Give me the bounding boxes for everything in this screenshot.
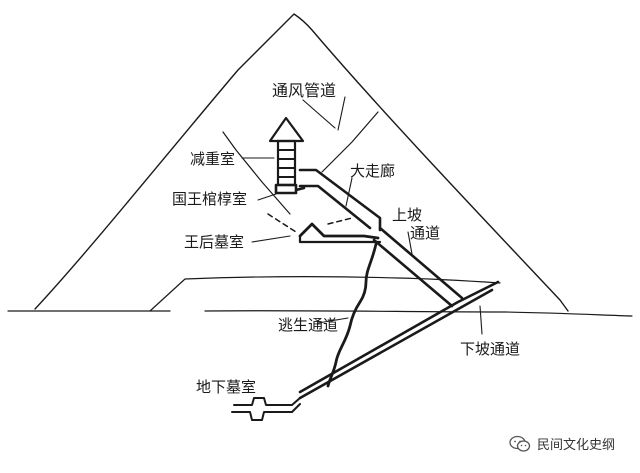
leader-ascending	[407, 231, 413, 255]
label-descending-passage: 下坡通道	[460, 340, 520, 358]
label-relieving-chambers: 减重室	[190, 150, 235, 168]
queens-chamber-shape	[267, 213, 382, 244]
bedrock-outline	[149, 276, 501, 312]
leader-queens-chamber	[251, 235, 291, 243]
descending-passage-shape	[298, 280, 500, 400]
escape-shaft-shape	[326, 242, 378, 388]
grand-gallery-shape	[298, 168, 382, 232]
watermark: 民间文化史纲	[509, 434, 615, 453]
relieving-chambers-shape	[268, 116, 305, 187]
leader-escape	[317, 317, 349, 324]
leader-air-shafts	[302, 99, 336, 129]
label-subterranean-chamber: 地下墓室	[196, 378, 256, 396]
leader-kings-chamber	[257, 193, 277, 201]
leader-grand-gallery	[345, 177, 353, 207]
ground-line	[7, 310, 633, 317]
pyramid-outline	[34, 13, 569, 312]
label-escape-shaft: 逃生通道	[278, 316, 338, 334]
ascending-passage-shape	[372, 226, 464, 308]
label-kings-chamber: 国王棺椁室	[172, 190, 247, 208]
label-grand-gallery: 大走廊	[350, 162, 395, 180]
label-queens-chamber: 王后墓室	[184, 233, 244, 251]
leader-descending	[479, 305, 483, 335]
air-shaft-left	[222, 131, 291, 215]
kings-chamber-shape	[274, 183, 306, 195]
label-ascending-passage-1: 上坡	[392, 206, 422, 224]
wechat-icon	[509, 435, 531, 452]
air-shaft-right	[321, 111, 379, 173]
watermark-text: 民间文化史纲	[537, 438, 616, 453]
label-air-shafts: 通风管道	[272, 81, 336, 100]
subterranean-chamber-shape	[231, 397, 301, 421]
leader-air-shafts-2	[337, 96, 346, 131]
label-ascending-passage-2: 通道	[410, 224, 440, 242]
